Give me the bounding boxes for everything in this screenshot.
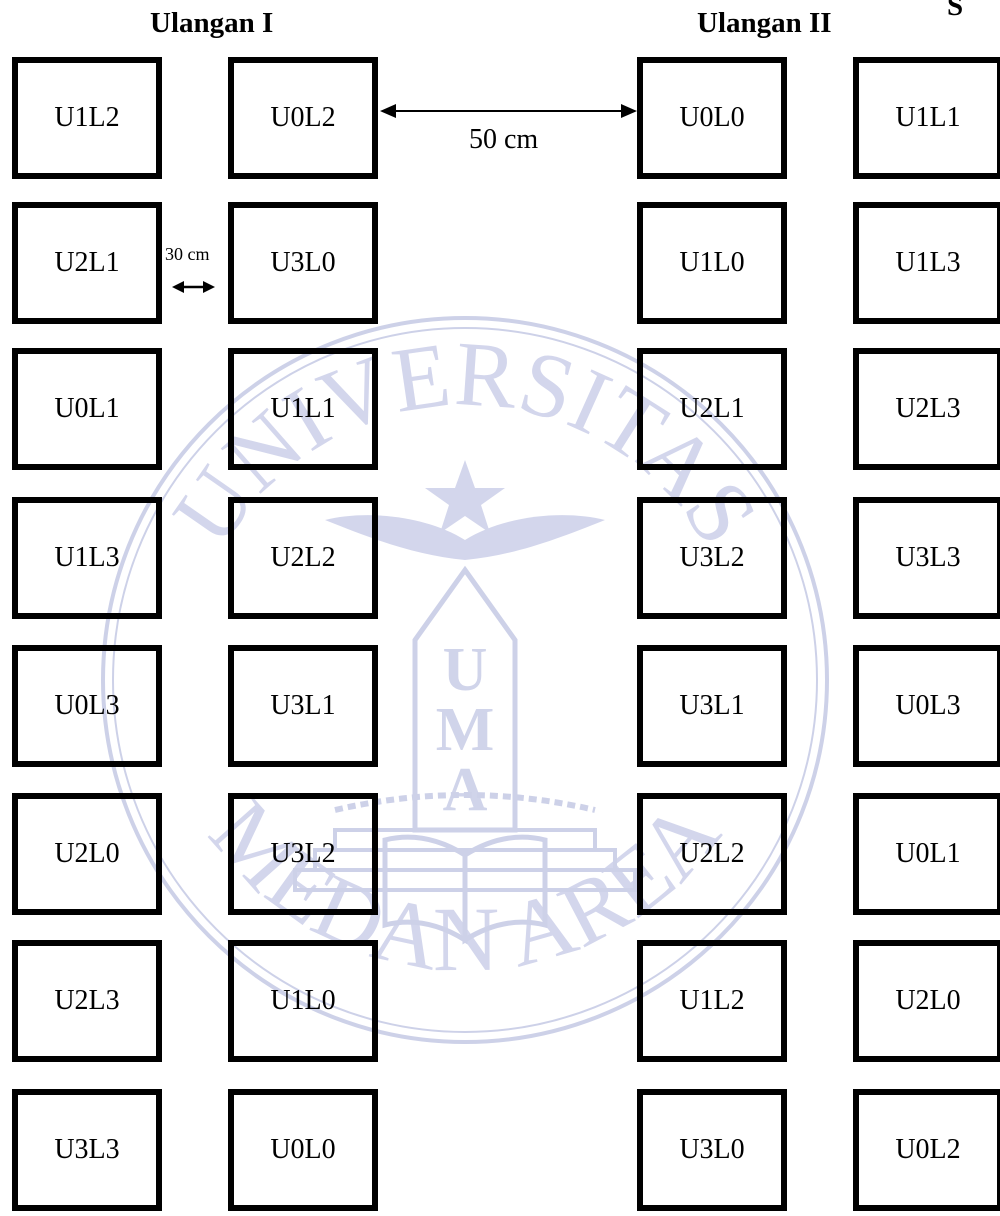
plot-spacing-label: 30 cm [165,244,210,264]
plot-rep2-col2-row1: U1L1 [853,57,1000,179]
replication-2-heading: Ulangan II [697,7,832,39]
plot-rep2-col1-row1: U0L0 [637,57,787,179]
plot-rep2-col2-row2: U1L3 [853,202,1000,324]
plot-rep2-col2-row7: U2L0 [853,940,1000,1062]
plot-rep1-col1-row2: U2L1 [12,202,162,324]
plot-rep2-col2-row4: U3L3 [853,497,1000,619]
plot-rep2-col2-row6: U0L1 [853,793,1000,915]
cut-off-heading: S [947,0,964,22]
plot-rep1-col1-row1: U1L2 [12,57,162,179]
plot-spacing-arrow-icon [172,281,215,293]
plot-rep1-col1-row8: U3L3 [12,1089,162,1211]
rep-spacing-label: 50 cm [469,124,539,155]
plot-rep2-col2-row5: U0L3 [853,645,1000,767]
rep-spacing-arrow-icon [380,104,637,118]
plot-rep2-col1-row8: U3L0 [637,1089,787,1211]
plot-rep1-col2-row8: U0L0 [228,1089,378,1211]
plot-rep2-col2-row3: U2L3 [853,348,1000,470]
plot-rep1-col2-row1: U0L2 [228,57,378,179]
replication-1-heading: Ulangan I [150,7,274,39]
plot-rep2-col2-row8: U0L2 [853,1089,1000,1211]
